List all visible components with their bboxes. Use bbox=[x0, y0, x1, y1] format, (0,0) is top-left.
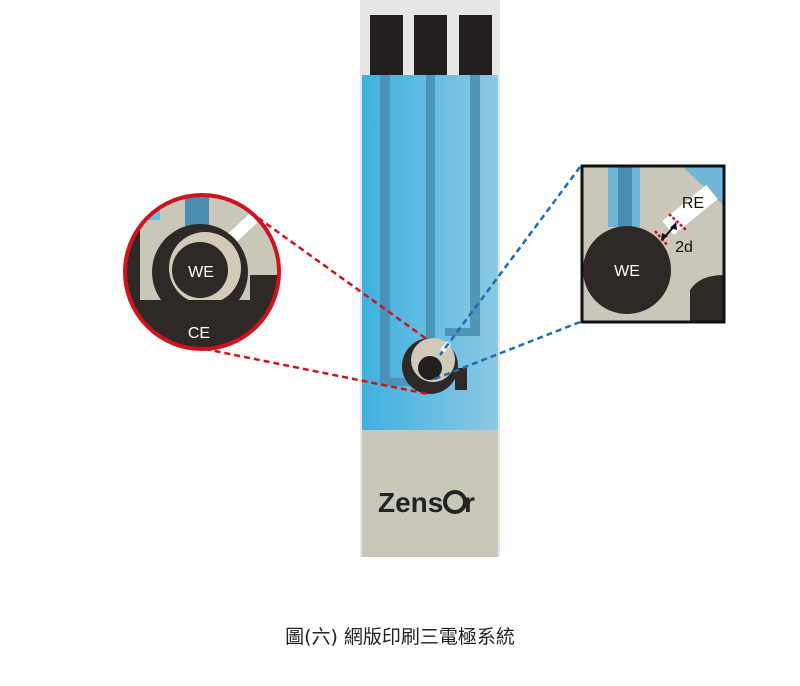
contact-pad bbox=[459, 15, 492, 75]
zensor-logo: Zens bbox=[378, 487, 443, 518]
traces bbox=[380, 75, 480, 386]
contact-pad bbox=[414, 15, 447, 75]
svg-text:r: r bbox=[464, 487, 475, 518]
electrode-cell bbox=[402, 338, 467, 394]
red-connector-lines bbox=[194, 210, 429, 396]
left-magnifier: WE CE bbox=[123, 193, 281, 351]
contact-pad bbox=[370, 15, 403, 75]
test-strip: Zens r bbox=[360, 0, 500, 557]
we-label-left: WE bbox=[188, 264, 214, 281]
gap-label: 2d bbox=[675, 239, 693, 256]
re-label: RE bbox=[682, 195, 704, 212]
we-label-right: WE bbox=[614, 263, 640, 280]
blue-connector-lines bbox=[431, 166, 582, 382]
right-zoom-box: RE 2d WE bbox=[580, 164, 726, 324]
ce-label: CE bbox=[188, 325, 210, 342]
figure-caption: 圖(六) 網版印刷三電極系統 bbox=[285, 626, 515, 648]
